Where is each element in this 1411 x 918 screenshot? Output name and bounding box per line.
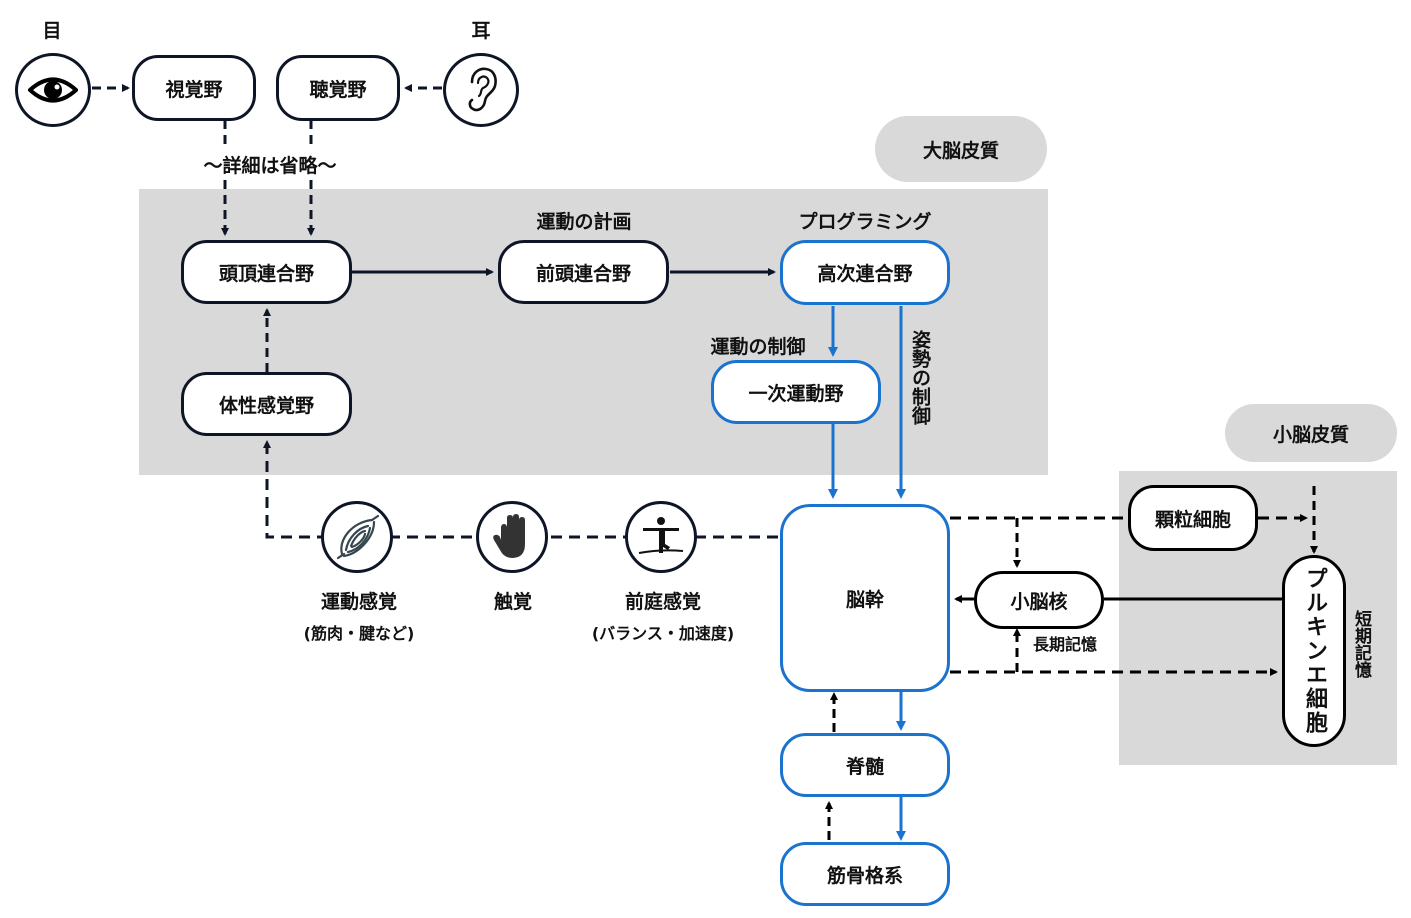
cerebral-cortex-label: 大脳皮質: [875, 116, 1047, 182]
motor-control-label: 運動の制御: [710, 336, 806, 358]
long-term-memory-label: 長期記憶: [1033, 635, 1098, 654]
muscle-icon: [336, 514, 380, 560]
cerebellar-cortex-label: 小脳皮質: [1225, 404, 1397, 462]
hand-icon: [493, 514, 525, 558]
touch-label: 触覚: [493, 591, 533, 613]
purkinje-cells-node: プルキンエ細胞: [1282, 555, 1346, 747]
balance-circle: [625, 501, 697, 573]
parietal-association-node: 頭頂連合野: [181, 240, 352, 304]
vestibular-sub: (バランス・加速度): [591, 624, 735, 643]
vestibular-label: 前庭感覚: [624, 591, 702, 613]
kinesthetic-circle: [321, 501, 393, 573]
eye-circle: [15, 53, 91, 127]
visual-area-node: 視覚野: [132, 55, 256, 121]
primary-motor-node: 一次運動野: [711, 360, 881, 424]
granule-cells-node: 顆粒細胞: [1128, 485, 1258, 551]
omitted-note: ～詳細は省略～: [203, 155, 337, 177]
kinesthetic-sub: (筋肉・腱など): [303, 624, 415, 643]
eye-icon: [28, 77, 78, 103]
short-term-memory-label: 短期記憶: [1351, 610, 1371, 678]
programming-label: プログラミング: [798, 211, 932, 233]
ear-label: 耳: [471, 20, 491, 42]
sensory-chain-line: [263, 440, 778, 539]
somatosensory-node: 体性感覚野: [181, 372, 352, 436]
brainstem-node: 脳幹: [780, 504, 950, 692]
auditory-area-node: 聴覚野: [276, 55, 400, 121]
musculoskeletal-node: 筋骨格系: [780, 842, 950, 906]
cerebellar-nuclei-node: 小脳核: [974, 571, 1104, 629]
balance-icon: [638, 517, 684, 554]
spinal-cord-node: 脊髄: [780, 733, 950, 797]
kinesthetic-label: 運動感覚: [320, 591, 398, 613]
ear-icon: [468, 67, 497, 112]
frontal-association-node: 前頭連合野: [498, 240, 669, 304]
higher-association-node: 高次連合野: [780, 240, 950, 305]
eye-label: 目: [42, 20, 62, 42]
ear-circle: [443, 53, 519, 127]
motor-planning-label: 運動の計画: [536, 211, 632, 233]
posture-control-label: 姿勢の制御: [909, 330, 931, 425]
touch-circle: [476, 501, 548, 573]
